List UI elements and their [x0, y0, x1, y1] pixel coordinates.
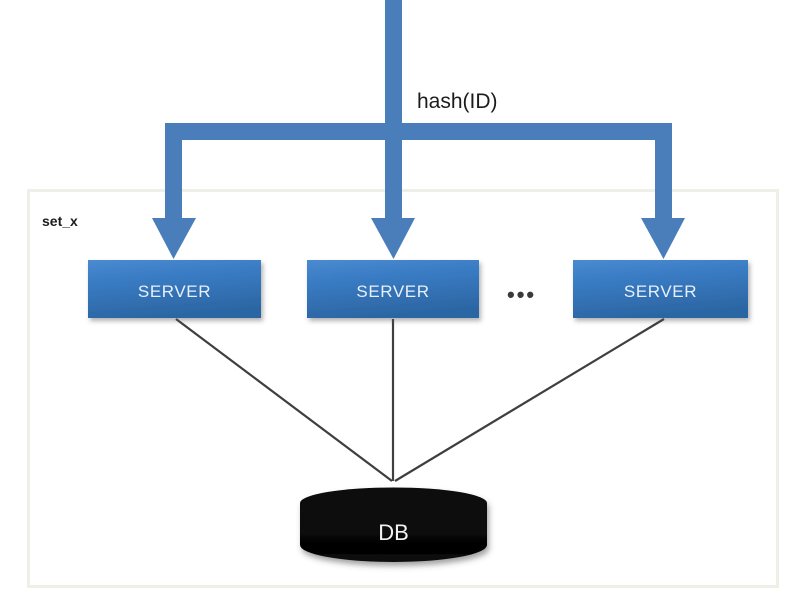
- arrow-bus: [165, 123, 672, 140]
- server-label-2: SERVER: [356, 282, 429, 301]
- arrow-branch-middle-stem: [385, 123, 402, 223]
- connector-server-1-to-db: [175, 318, 393, 482]
- server-node-1[interactable]: SERVER: [88, 260, 261, 318]
- server-label-3: SERVER: [624, 282, 697, 301]
- server-box-2[interactable]: [307, 260, 479, 318]
- server-box-3[interactable]: [573, 260, 748, 318]
- db-label: DB: [378, 520, 409, 545]
- arrow-trunk: [385, 0, 402, 140]
- arrow-branch-left-stem: [165, 123, 182, 223]
- server-box-1[interactable]: [88, 260, 261, 318]
- database-node[interactable]: [300, 487, 487, 563]
- arrow-branch-right-stem: [655, 123, 672, 223]
- server-db-connectors: [175, 318, 665, 482]
- set-x-label: set_x: [42, 213, 78, 229]
- server-node-3[interactable]: SERVER: [573, 260, 748, 318]
- connector-server-3-to-db: [394, 318, 665, 482]
- arrow-head-middle: [371, 218, 415, 259]
- arrow-head-right: [641, 218, 685, 259]
- db-cylinder-top: [300, 487, 487, 519]
- hash-distribution-arrow: [152, 0, 685, 259]
- server-node-2[interactable]: SERVER: [307, 260, 479, 318]
- db-cylinder-body[interactable]: [300, 503, 487, 562]
- server-label-1: SERVER: [138, 282, 211, 301]
- arrow-head-left: [152, 218, 196, 259]
- server-ellipsis: •••: [507, 282, 536, 307]
- hash-id-label: hash(ID): [417, 90, 498, 113]
